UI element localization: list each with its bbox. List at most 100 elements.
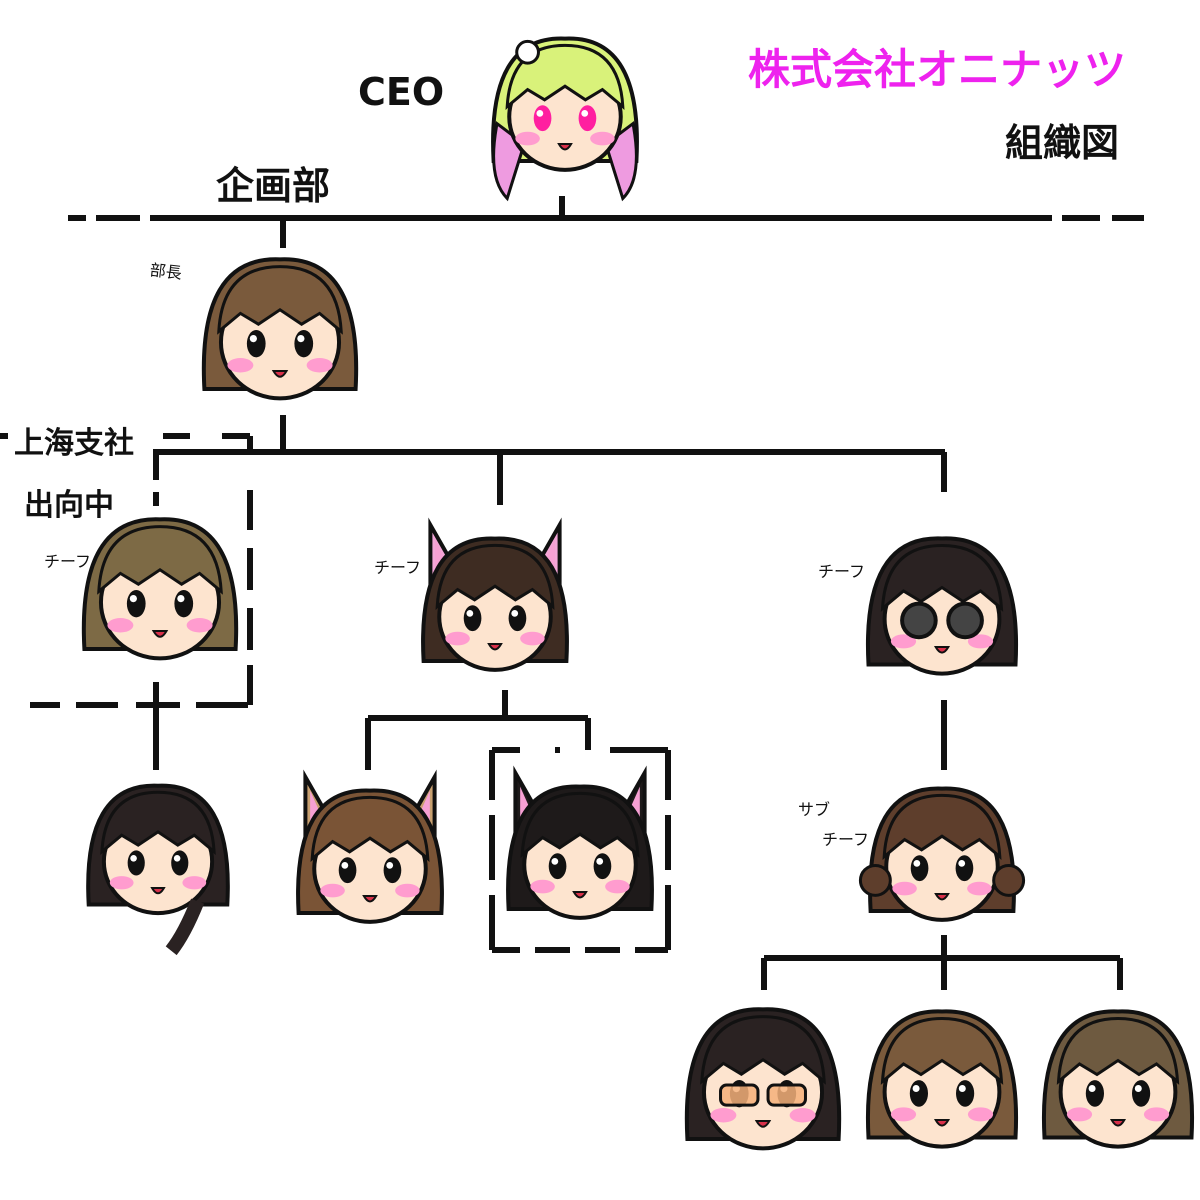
face-manager — [201, 257, 359, 401]
eye-icon — [910, 855, 929, 882]
face-member-cat-black — [506, 765, 654, 920]
hair-bun-icon — [858, 863, 892, 897]
face-member-braid — [86, 783, 230, 956]
mouth-icon — [150, 887, 166, 895]
eye-highlight-icon — [511, 610, 519, 617]
bangs-icon — [217, 265, 343, 335]
seconded-label: 出向中 — [24, 488, 114, 523]
blush-icon — [186, 618, 213, 633]
eye-highlight-icon — [129, 595, 137, 603]
blush-icon — [967, 634, 994, 649]
blush-icon — [789, 1108, 816, 1123]
mouth-icon — [557, 143, 573, 151]
eye-highlight-icon — [536, 110, 544, 117]
blush-icon — [395, 883, 420, 898]
eye-highlight-icon — [958, 860, 966, 867]
ceo-label: CEO — [358, 70, 445, 114]
bangs-icon — [435, 543, 555, 610]
manager-role-label: 部長 — [148, 260, 183, 283]
bangs-icon — [700, 1015, 826, 1085]
blush-icon — [967, 1107, 994, 1122]
mouth-icon — [934, 893, 950, 901]
mouth-icon — [151, 630, 169, 638]
eye-highlight-icon — [958, 1085, 966, 1092]
bangs-icon — [97, 525, 223, 595]
eye-icon — [578, 105, 597, 132]
eye-icon — [463, 605, 482, 632]
face-member-ponytail — [865, 1009, 1019, 1149]
eye-icon — [533, 105, 552, 132]
blush-icon — [892, 881, 917, 896]
department-label: 企画部 — [216, 164, 331, 208]
eye-icon — [294, 329, 314, 358]
chief-left-role-label: チーフ — [44, 552, 92, 571]
eye-icon — [1132, 1080, 1151, 1107]
eye-icon — [548, 853, 567, 880]
face-member-cat-brown — [296, 769, 444, 924]
black-cat-dashed-box — [489, 747, 671, 953]
bangs-icon — [310, 795, 430, 862]
blush-icon — [590, 131, 615, 146]
blush-icon — [182, 876, 207, 890]
chief-right-role-label: チーフ — [818, 562, 866, 581]
mouth-icon — [362, 895, 378, 903]
blush-icon — [306, 358, 333, 373]
sub-chief-role-label-line1: サブ — [798, 800, 831, 819]
braid-icon — [165, 898, 205, 956]
company-name: 株式会社オニナッツ — [748, 45, 1127, 94]
mouth-icon — [1109, 1119, 1127, 1127]
sub-chief-role-label-line2: チーフ — [822, 830, 870, 849]
blush-icon — [445, 631, 470, 646]
eye-highlight-icon — [1088, 1085, 1096, 1092]
eye-icon — [909, 1080, 929, 1107]
eye-highlight-icon — [177, 595, 185, 603]
bangs-icon — [520, 791, 640, 858]
eye-icon — [956, 1080, 975, 1107]
blush-icon — [107, 618, 134, 633]
eye-highlight-icon — [913, 860, 921, 867]
blush-icon — [530, 879, 555, 894]
face-chief-center — [421, 517, 569, 672]
eye-highlight-icon — [386, 862, 394, 869]
eye-icon — [127, 850, 145, 876]
member-faces — [81, 36, 1195, 1151]
eye-icon — [171, 850, 189, 876]
eye-icon — [955, 855, 974, 882]
eye-highlight-icon — [596, 858, 604, 865]
blush-icon — [967, 881, 992, 896]
glasses-lens-icon — [719, 1083, 760, 1107]
eye-highlight-icon — [1134, 1085, 1142, 1092]
mouth-icon — [933, 646, 951, 654]
eye-highlight-icon — [173, 855, 181, 862]
mouth-icon — [572, 891, 588, 899]
blush-icon — [1143, 1107, 1170, 1122]
blush-icon — [890, 634, 917, 649]
flower-hairclip-icon — [515, 39, 540, 65]
face-member-bob — [1041, 1009, 1195, 1149]
eye-icon — [126, 589, 146, 618]
chief-center-role-label: チーフ — [374, 558, 422, 577]
blush-icon — [109, 876, 134, 890]
eye-highlight-icon — [341, 862, 349, 869]
eye-highlight-icon — [912, 1085, 920, 1092]
eye-highlight-icon — [130, 855, 137, 862]
eye-highlight-icon — [466, 610, 474, 617]
face-chief-right — [865, 536, 1019, 676]
eye-highlight-icon — [581, 110, 589, 117]
eye-icon — [246, 329, 266, 358]
blush-icon — [1066, 1107, 1093, 1122]
eye-icon — [174, 589, 194, 618]
shanghai-branch-label: 上海支社 — [14, 426, 134, 461]
eye-highlight-icon — [249, 335, 257, 343]
eye-icon — [338, 857, 357, 884]
mouth-icon — [933, 1119, 951, 1127]
face-ceo — [491, 36, 639, 202]
glasses-lens-icon — [766, 1083, 807, 1107]
bangs-icon — [880, 1016, 1004, 1085]
connector-lines — [0, 196, 1144, 990]
seconded-dashed-box — [30, 490, 253, 708]
face-sub-chief — [858, 786, 1026, 922]
blush-icon — [520, 631, 545, 646]
eye-icon — [1085, 1080, 1104, 1107]
